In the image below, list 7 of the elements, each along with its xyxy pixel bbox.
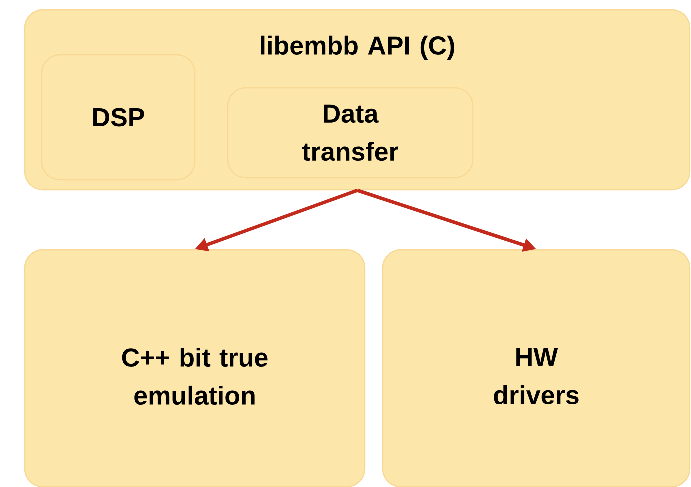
box-label: Data transfer — [302, 104, 398, 162]
component-box — [382, 249, 691, 487]
box-label: HW drivers — [494, 348, 579, 405]
box-label: DSP — [94, 108, 144, 127]
heading: libembb API (C) — [261, 36, 454, 60]
component-box — [24, 249, 366, 487]
box-label: C++ bit true emulation — [122, 348, 268, 406]
